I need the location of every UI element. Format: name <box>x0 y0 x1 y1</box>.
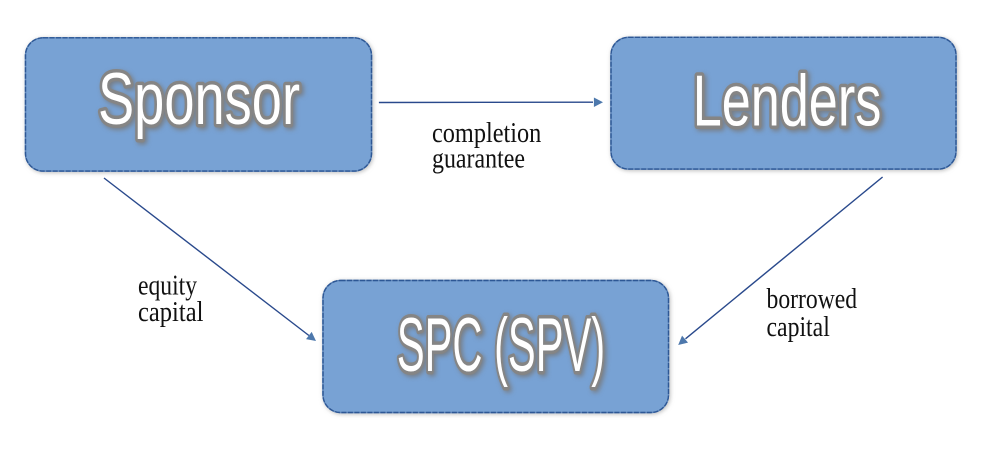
svg-text:Sponsor: Sponsor <box>98 58 300 140</box>
svg-text:guarantee: guarantee <box>432 144 525 175</box>
svg-text:capital: capital <box>138 297 204 328</box>
svg-text:borrowed: borrowed <box>767 284 858 315</box>
svg-text:SPC (SPV): SPC (SPV) <box>397 303 605 387</box>
svg-text:completion: completion <box>432 118 541 149</box>
svg-text:equity: equity <box>138 271 197 302</box>
svg-text:Lenders: Lenders <box>693 61 882 141</box>
svg-text:capital: capital <box>767 312 830 343</box>
